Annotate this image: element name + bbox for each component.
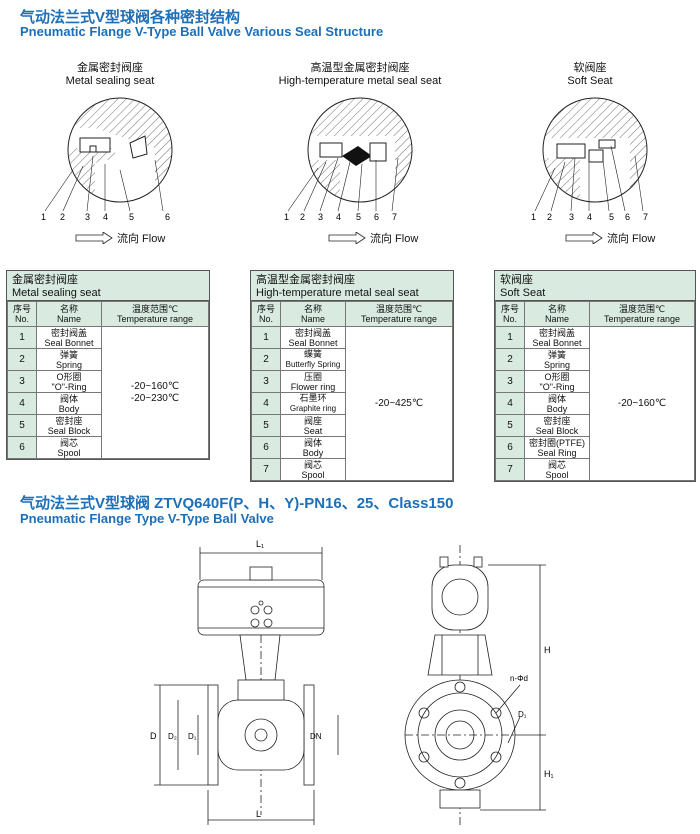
caption-en: Metal sealing seat <box>65 75 155 87</box>
flow-indicator-2: 流向 Flow <box>328 230 418 246</box>
table-title-en: Metal sealing seat <box>12 287 101 299</box>
diagram-caption-high-temp: 高温型金属密封阀座 High-temperature metal seal se… <box>265 62 455 88</box>
flow-arrow-icon <box>565 232 603 244</box>
table-title-cn: 软阀座 <box>500 274 533 286</box>
section-title-cn: 气动法兰式V型球阀 ZTVQ640F(P、H、Y)-PN16、25、Class1… <box>20 495 454 512</box>
dim-d2: D₂ <box>168 732 177 741</box>
caption-en: High-temperature metal seal seat <box>278 75 442 87</box>
diagram-caption-metal: 金属密封阀座 Metal sealing seat <box>40 62 180 88</box>
flow-indicator-3: 流向 Flow <box>565 230 655 246</box>
dim-d1-side: D₁ <box>518 710 527 719</box>
temp-range: -20~160℃ <box>589 326 695 481</box>
caption-cn: 金属密封阀座 <box>77 62 143 74</box>
dim-holes: n-Φd <box>510 674 528 683</box>
dim-h: H <box>544 645 551 655</box>
caption-cn: 软阀座 <box>573 62 607 74</box>
table-title: 金属密封阀座 Metal sealing seat <box>7 271 209 301</box>
svg-text:3: 3 <box>569 212 574 222</box>
page-title-en: Pneumatic Flange V-Type Ball Valve Vario… <box>20 24 384 39</box>
flow-arrow-icon <box>75 232 113 244</box>
svg-text:2: 2 <box>60 212 65 222</box>
caption-en: Soft Seat <box>567 75 613 87</box>
dim-h1: H₁ <box>544 769 554 779</box>
flow-label: 流向 Flow <box>607 233 656 245</box>
svg-text:4: 4 <box>336 212 341 222</box>
flow-label: 流向 Flow <box>117 233 166 245</box>
dim-dn: DN <box>310 732 322 741</box>
svg-text:7: 7 <box>643 212 648 222</box>
seal-diagram-metal: 1 2 3 4 5 6 <box>41 97 173 222</box>
dim-l: L <box>256 809 261 819</box>
svg-text:7: 7 <box>392 212 397 222</box>
seal-diagram-high-temp: 1 2 3 4 5 6 7 <box>284 97 413 222</box>
parts-table-high-temp: 高温型金属密封阀座 High-temperature metal seal se… <box>250 270 454 482</box>
table-title-cn: 高温型金属密封阀座 <box>256 274 355 286</box>
label-1: 1 <box>41 212 46 222</box>
table-title-cn: 金属密封阀座 <box>12 274 78 286</box>
page-title-cn: 气动法兰式V型球阀各种密封结构 <box>20 9 241 26</box>
table-title: 高温型金属密封阀座 High-temperature metal seal se… <box>251 271 453 301</box>
svg-text:5: 5 <box>356 212 361 222</box>
table-title-en: Soft Seat <box>500 287 546 299</box>
seal-diagram-soft: 1 2 3 4 5 6 7 <box>531 97 648 222</box>
temp-range: -20~160℃-20~230℃ <box>101 326 209 459</box>
svg-text:1: 1 <box>284 212 289 222</box>
valve-side-view-drawing: H H₁ n-Φd D₁ <box>404 545 554 825</box>
svg-text:5: 5 <box>609 212 614 222</box>
dim-l1: L₁ <box>256 539 264 549</box>
svg-text:5: 5 <box>129 212 134 222</box>
svg-text:3: 3 <box>85 212 90 222</box>
svg-text:6: 6 <box>374 212 379 222</box>
temp-range: -20~425℃ <box>345 326 453 481</box>
diagram-caption-soft: 软阀座 Soft Seat <box>540 62 640 88</box>
caption-cn: 高温型金属密封阀座 <box>310 62 410 74</box>
valve-front-view-drawing: L₁ L D D₂ D₁ DN <box>150 539 339 825</box>
svg-text:2: 2 <box>300 212 305 222</box>
flow-arrow-icon <box>328 232 366 244</box>
table-title: 软阀座 Soft Seat <box>495 271 695 301</box>
svg-text:2: 2 <box>547 212 552 222</box>
table-title-en: High-temperature metal seal seat <box>256 287 419 299</box>
svg-text:6: 6 <box>165 212 170 222</box>
flow-indicator-1: 流向 Flow <box>75 230 165 246</box>
svg-text:1: 1 <box>531 212 536 222</box>
svg-text:4: 4 <box>103 212 108 222</box>
dim-d: D <box>150 731 157 741</box>
section-title-en: Pneumatic Flange Type V-Type Ball Valve <box>20 511 274 526</box>
svg-text:6: 6 <box>625 212 630 222</box>
svg-text:3: 3 <box>318 212 323 222</box>
svg-text:4: 4 <box>587 212 592 222</box>
dim-d1: D₁ <box>188 732 197 741</box>
flow-label: 流向 Flow <box>370 233 419 245</box>
